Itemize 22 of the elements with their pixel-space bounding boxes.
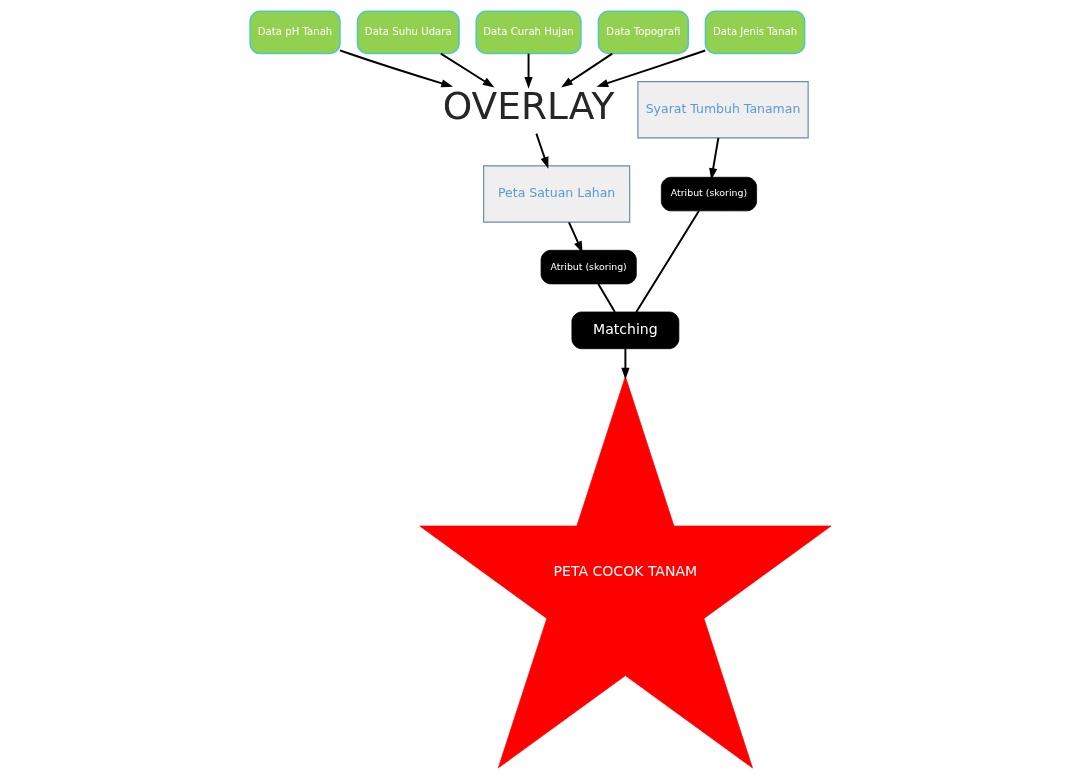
arrow: [708, 136, 719, 180]
connector: [596, 283, 616, 313]
node-box: Data pH Tanah: [248, 10, 341, 55]
node-box: Matching: [571, 311, 679, 350]
arrow: [560, 52, 613, 88]
arrow: [523, 52, 533, 89]
node-box: Syarat Tumbuh Tanaman: [636, 81, 809, 139]
node-box: Data Curah Hujan: [474, 10, 582, 55]
node-box: Peta Satuan Lahan: [482, 165, 630, 223]
arrow: [534, 132, 548, 169]
arrow: [338, 49, 453, 88]
arrow: [620, 347, 629, 380]
node-box: Data Suhu Udara: [356, 10, 460, 55]
arrow: [567, 221, 583, 253]
node-text: OVERLAY: [442, 84, 614, 129]
arrow: [439, 52, 494, 88]
node-box: Data Topografi: [597, 10, 689, 55]
node-box: Atribut (skoring): [540, 249, 637, 285]
arrow: [596, 49, 706, 87]
node-box: Data Jenis Tanah: [704, 10, 805, 55]
connector: [634, 210, 700, 313]
node-box: Atribut (skoring): [660, 176, 757, 212]
